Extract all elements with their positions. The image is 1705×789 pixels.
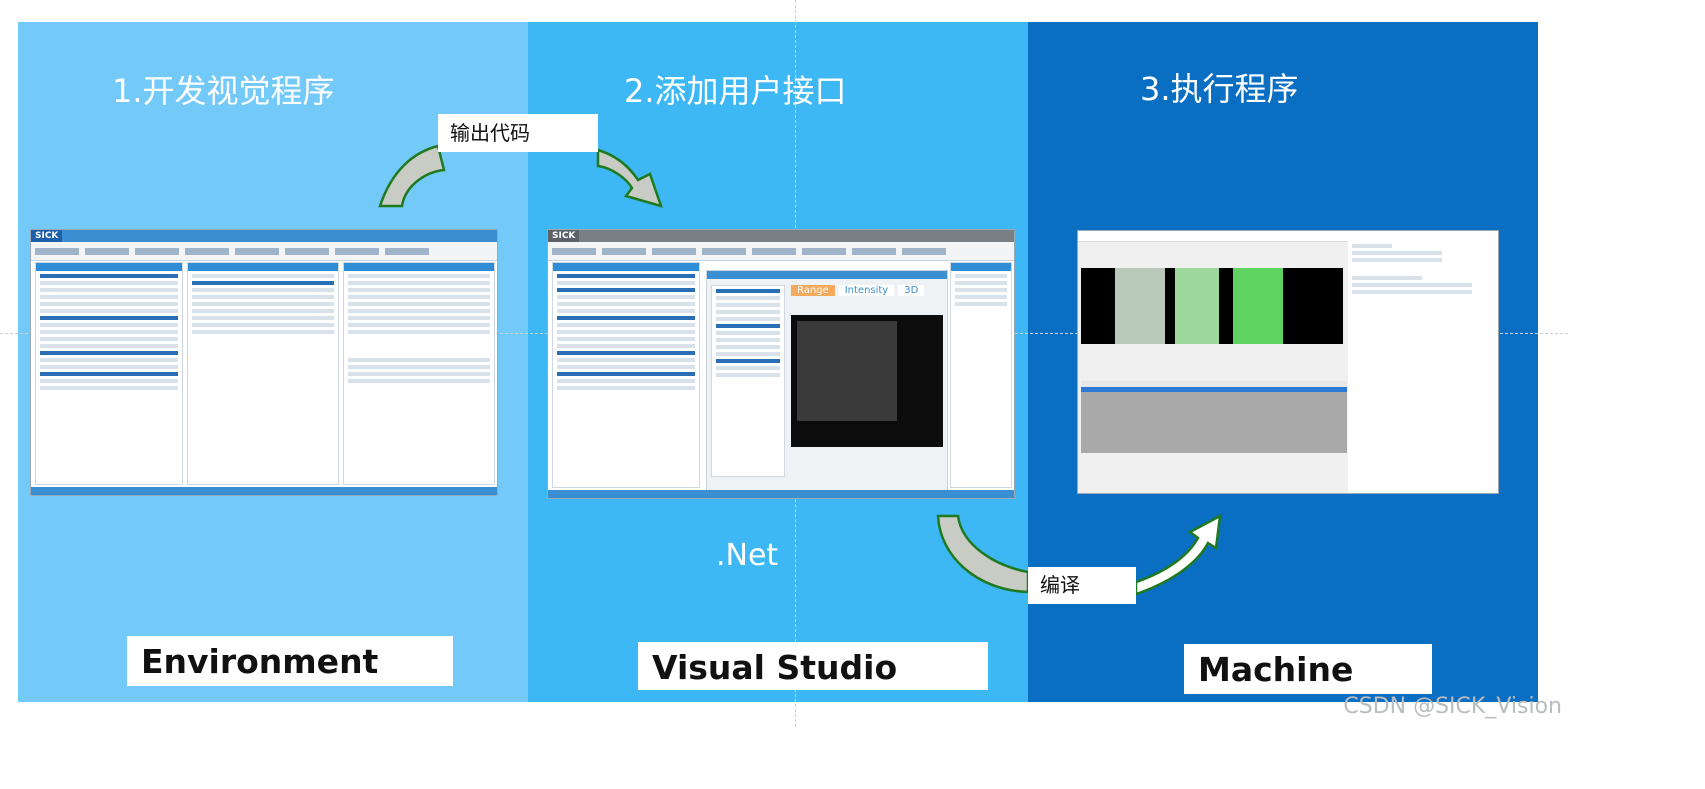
environment-status-bar [31,487,497,495]
flow-arrows [378,144,1222,596]
dotnet-label: .Net [716,538,779,573]
vs-viewer-layers [711,285,785,477]
csdn-watermark: CSDN @SICK_Vision [1343,694,1562,719]
step-1-title: 1.开发视觉程序 [112,72,335,110]
vs-image-viewer-dialog: Range Intensity 3D [706,270,948,492]
machine-control-panel [1348,241,1498,493]
vs-status-bar [548,490,1014,498]
step-3-title: 3.执行程序 [1140,70,1299,108]
vs-viewer-tabs: Range Intensity 3D [791,285,925,296]
visual-studio-label: Visual Studio [638,642,988,690]
environment-screenshot: SICK [30,229,498,496]
machine-profile-image [1081,268,1343,344]
sick-logo: SICK [31,230,63,242]
export-arrow-left [378,144,446,208]
tab-range[interactable]: Range [791,285,835,296]
compile-arrow-left [936,514,1030,594]
environment-toolbar [31,242,497,261]
vs-properties-pane [950,262,1012,488]
visual-studio-screenshot: SICK Range Intensity 3D [547,229,1015,499]
environment-arguments-pane [343,262,495,485]
environment-variables-pane [35,262,183,485]
environment-program-pane [187,262,339,485]
compile-tag: 编译 [1028,567,1136,604]
environment-title-bar: SICK [31,230,497,242]
vs-toolbar [548,242,1014,261]
step-2-title: 2.添加用户接口 [624,72,847,110]
machine-screenshot [1077,230,1499,494]
sick-logo: SICK [548,230,580,242]
machine-result-table [1081,381,1347,453]
export-arrow-right [596,148,663,208]
machine-title-bar [1078,231,1498,242]
vs-title-bar: SICK [548,230,1014,242]
environment-label: Environment [127,636,453,686]
machine-label: Machine [1184,644,1432,694]
export-code-tag: 输出代码 [438,114,598,152]
tab-intensity[interactable]: Intensity [838,285,895,296]
vs-range-image [791,315,943,447]
vs-variables-pane [552,262,700,488]
compile-arrow-right [1134,513,1222,596]
tab-3d[interactable]: 3D [898,285,925,296]
